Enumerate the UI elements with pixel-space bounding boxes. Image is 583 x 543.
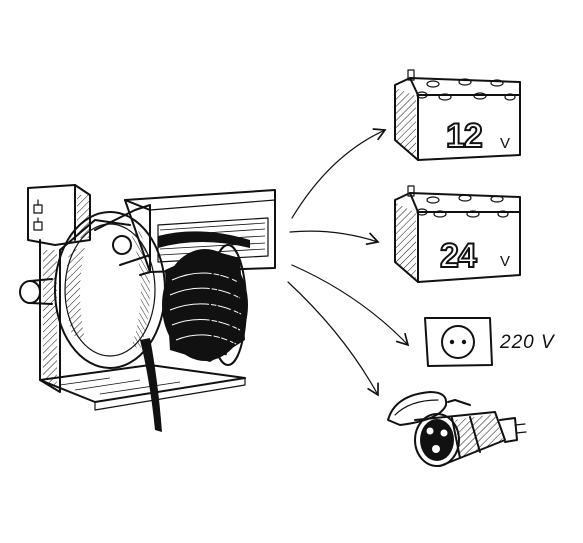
- wall-socket-220v: 220 V: [424, 317, 556, 367]
- arrow-to-industrial-plug: [287, 281, 379, 397]
- industrial-socket-face: [414, 413, 460, 467]
- reel-pivot: [112, 235, 132, 255]
- battery-24v: 24 V: [394, 185, 521, 283]
- cable-reel-illustration: [19, 184, 276, 432]
- battery-24v-unit: V: [500, 253, 510, 270]
- reel-crank-knob: [19, 280, 41, 304]
- arrow-to-12v: [291, 128, 387, 219]
- switch-icon: [33, 204, 43, 214]
- arrow-to-220v: [291, 264, 410, 347]
- battery-12v-unit: V: [500, 135, 510, 152]
- connection-arrows: [287, 128, 410, 397]
- switch-icon: [33, 221, 43, 231]
- arrow-to-24v: [289, 230, 380, 246]
- battery-24v-label: 24: [440, 237, 477, 275]
- battery-12v: 12 V: [394, 69, 521, 161]
- socket-outlet-icon: [441, 325, 475, 359]
- reel-cover-housing: [124, 189, 276, 273]
- socket-voltage-label: 220 V: [499, 332, 556, 353]
- cable-end: [140, 338, 162, 432]
- battery-12v-label: 12: [446, 117, 482, 155]
- industrial-socket: [387, 391, 527, 467]
